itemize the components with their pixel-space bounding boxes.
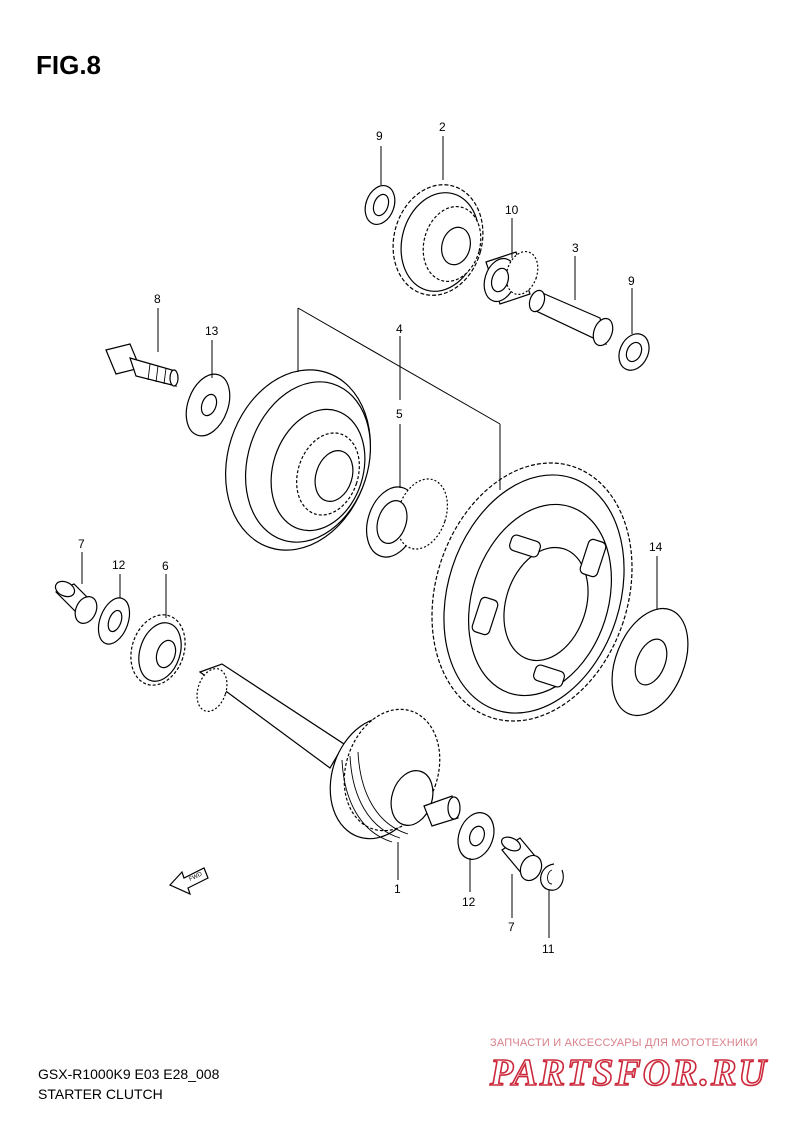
circlip-part-11 xyxy=(540,863,564,891)
washer-part-12-left xyxy=(97,597,131,645)
starter-driven-gear-part-14-group xyxy=(431,462,633,722)
callout-12-left: 12 xyxy=(112,558,126,572)
washer-part-9-right xyxy=(618,333,650,371)
starter-clutch-assembly-part-1 xyxy=(196,663,461,843)
callout-4: 4 xyxy=(396,322,403,336)
small-gear-part-6 xyxy=(130,614,186,686)
bushing-part-7-right xyxy=(500,836,543,882)
callout-7-right: 7 xyxy=(508,920,515,934)
model-code: GSX-R1000K9 E03 E28_008 xyxy=(38,1066,220,1082)
callout-7-left: 7 xyxy=(78,537,85,551)
callout-2: 2 xyxy=(439,120,446,134)
fwd-arrow-label: FWD xyxy=(188,871,204,882)
callout-labels: 9 2 10 3 9 8 13 4 5 14 7 12 6 1 12 7 11 xyxy=(78,120,663,956)
watermark-logo: PARTSFOR.RU xyxy=(489,1051,768,1095)
clutch-housing-part-4 xyxy=(225,369,372,551)
callout-3: 3 xyxy=(572,241,579,255)
callout-14: 14 xyxy=(649,540,663,554)
bolt-part-8 xyxy=(105,343,179,387)
shaft-part-3 xyxy=(528,289,614,347)
callout-11: 11 xyxy=(542,942,555,956)
watermark-banner: ЗАПЧАСТИ И АКСЕССУАРЫ ДЛЯ МОТОТЕХНИКИ xyxy=(490,1037,758,1049)
leader-lines xyxy=(81,136,658,938)
callout-9-right: 9 xyxy=(628,274,635,288)
needle-bearing-part-5 xyxy=(366,478,448,558)
gear-part-2 xyxy=(392,184,484,296)
washer-part-9-top xyxy=(364,185,396,225)
bushing-part-7-left xyxy=(54,580,98,624)
callout-9-top: 9 xyxy=(376,129,383,143)
washer-part-12-right xyxy=(457,812,495,860)
callout-6: 6 xyxy=(162,559,169,573)
callout-10: 10 xyxy=(505,203,519,217)
washer-part-13 xyxy=(185,373,231,437)
figure-caption: STARTER CLUTCH xyxy=(38,1086,163,1102)
washer-part-14 xyxy=(611,607,689,717)
needle-bearing-part-10 xyxy=(483,250,539,305)
callout-5: 5 xyxy=(396,407,403,421)
callout-13: 13 xyxy=(205,324,219,338)
callout-1: 1 xyxy=(394,882,401,896)
fwd-arrow: FWD xyxy=(168,867,209,896)
figure-title: FIG.8 xyxy=(36,50,102,80)
callout-12-right: 12 xyxy=(462,895,476,909)
callout-8: 8 xyxy=(154,292,161,306)
